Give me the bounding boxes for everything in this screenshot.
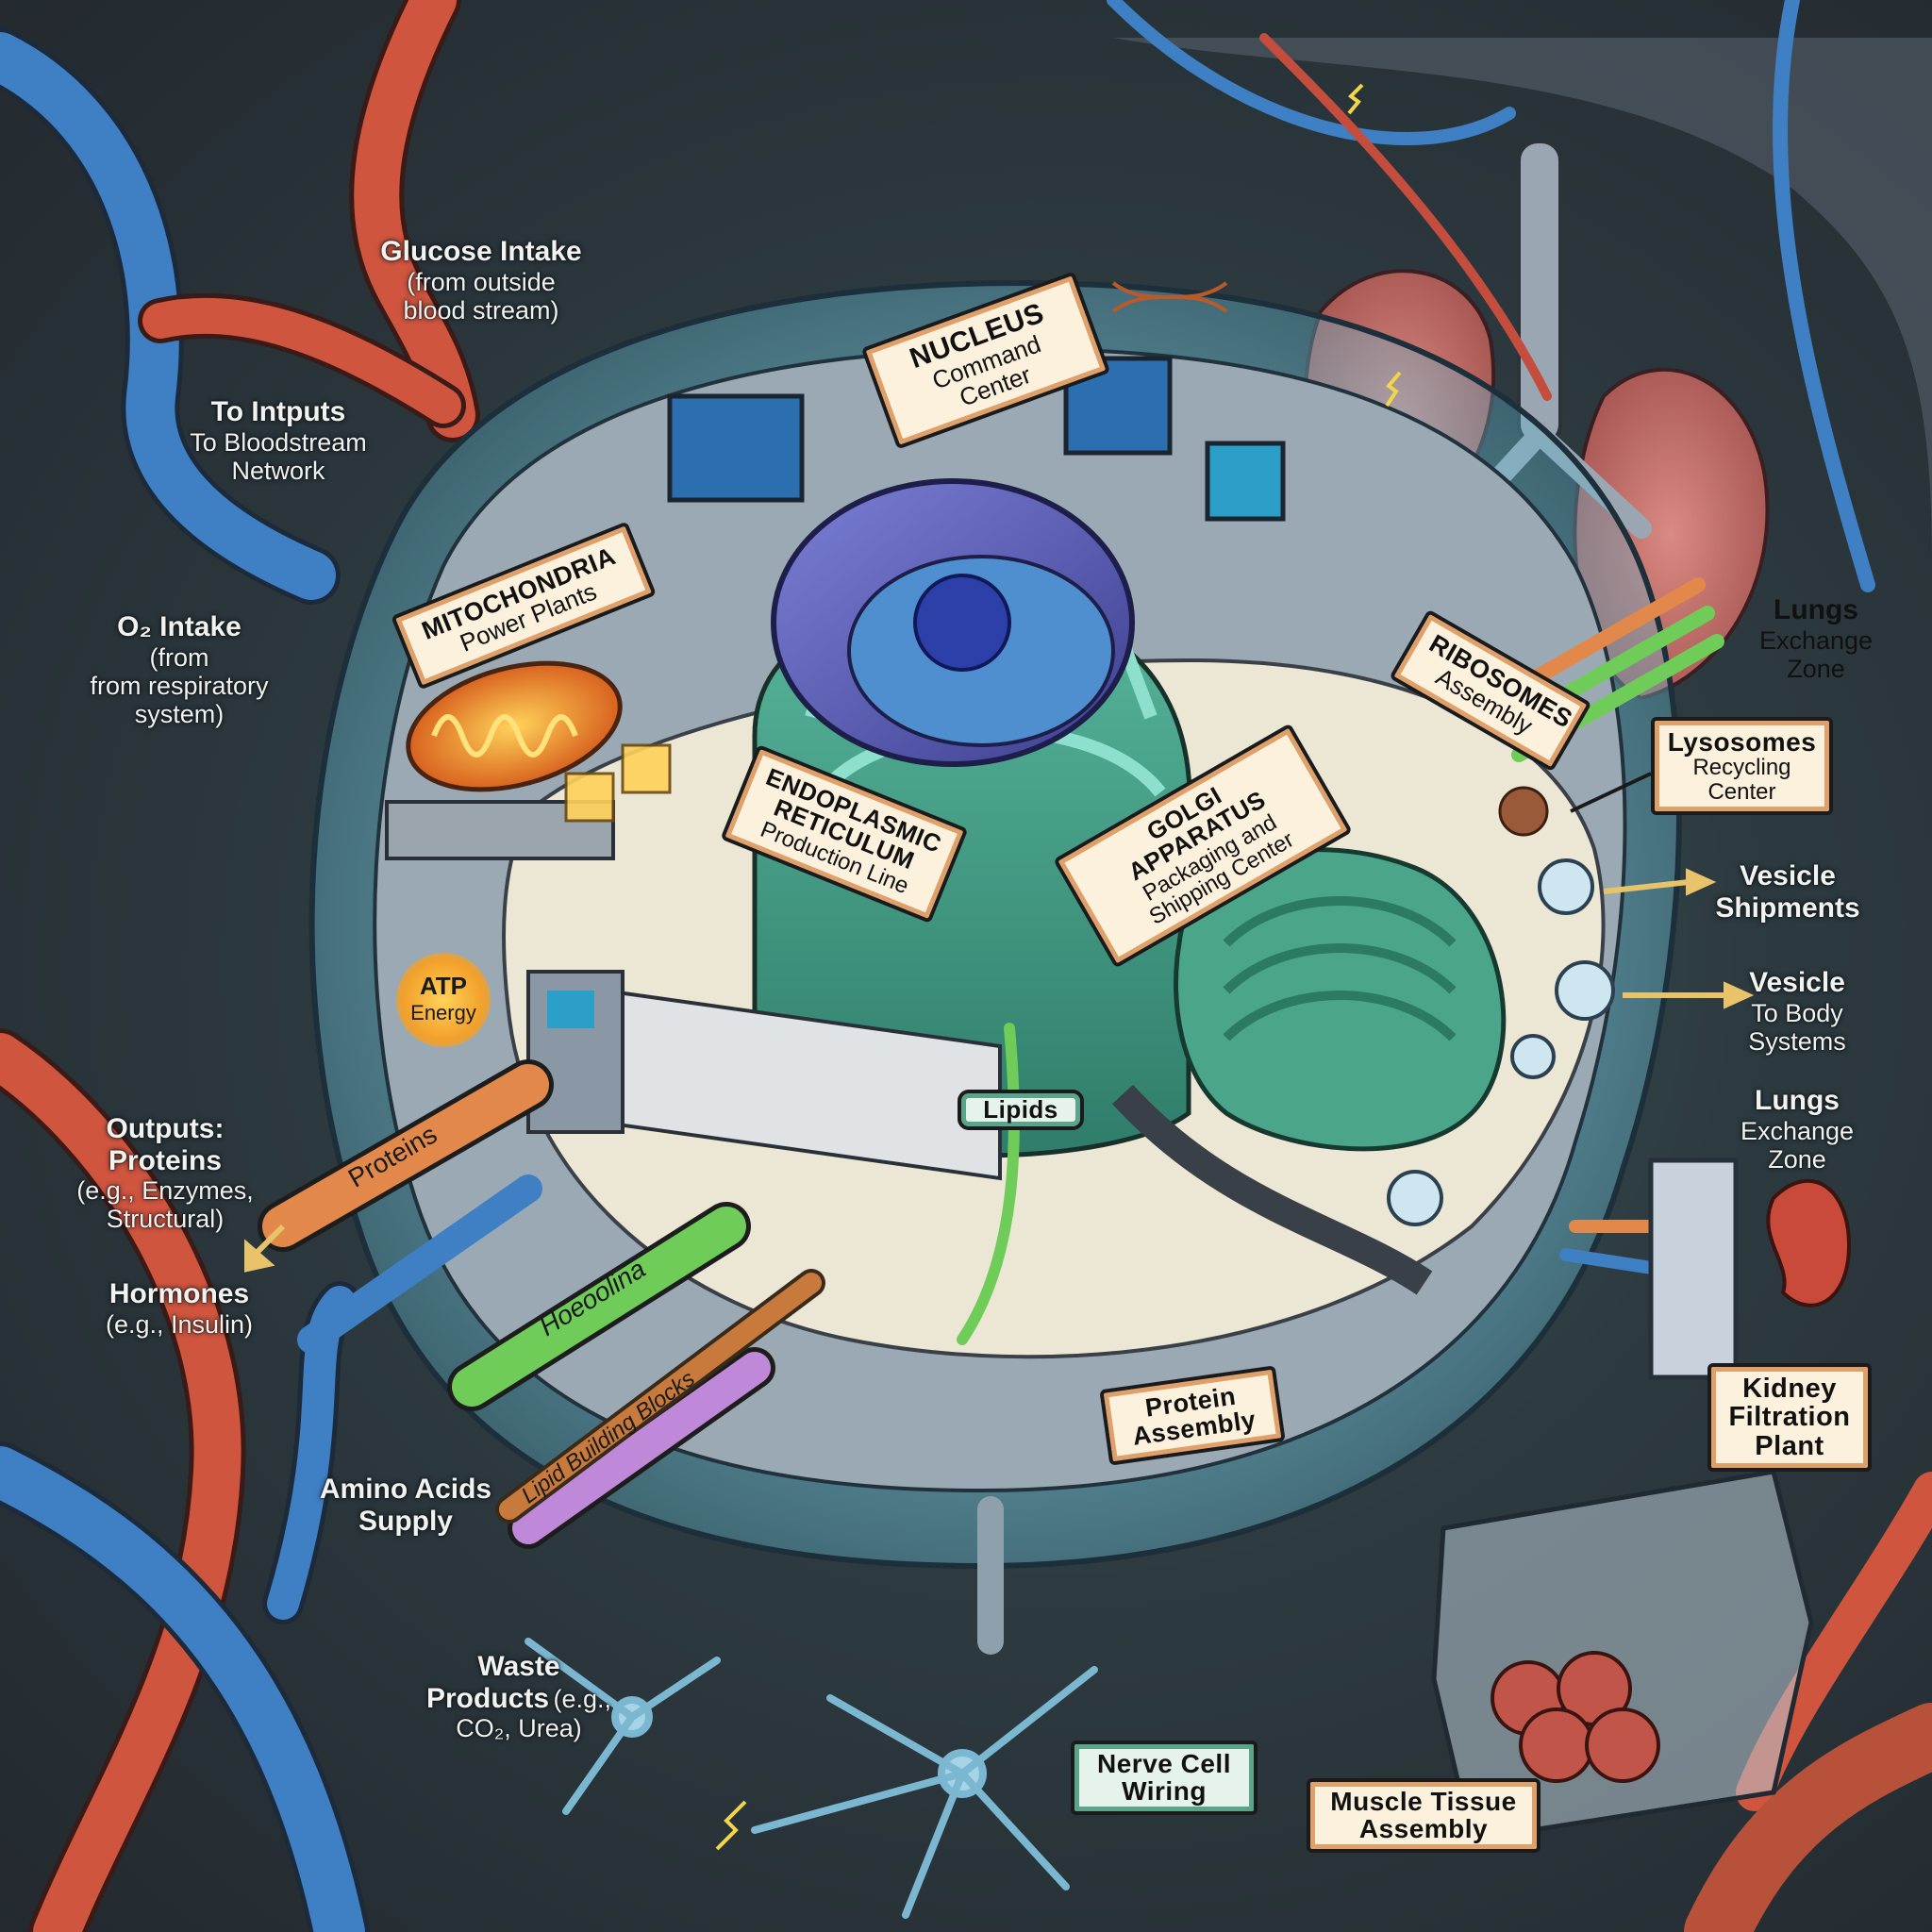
lungs-mid-sub2: Zone bbox=[1768, 1144, 1826, 1174]
lungs-top-sub2: Zone bbox=[1787, 654, 1845, 683]
kidney-title2: Filtration bbox=[1728, 1402, 1851, 1433]
nucleus-structure bbox=[752, 478, 1192, 1158]
lungs-top-title: Lungs bbox=[1774, 594, 1858, 625]
glucose-sub2: blood stream) bbox=[403, 295, 559, 325]
vesicle-body-sub1: To Body bbox=[1751, 998, 1843, 1027]
nerve-cell bbox=[525, 1638, 1098, 1919]
o2-sub1: (from bbox=[149, 642, 209, 672]
flow-arrows bbox=[244, 868, 1755, 1273]
waste-title2: Products bbox=[425, 1682, 550, 1714]
outputs-proteins-label: Outputs: Proteins (e.g., Enzymes, Struct… bbox=[52, 1113, 278, 1234]
hormones-sub1: (e.g., Insulin) bbox=[105, 1309, 254, 1339]
vesicle-shipments-label: Vesicle Shipments bbox=[1707, 860, 1868, 924]
o2-intake-label: O₂ Intake (from from respiratory system) bbox=[38, 611, 321, 728]
amino-title1: Amino Acids bbox=[319, 1474, 492, 1505]
lungs-mid-sub1: Exchange bbox=[1740, 1116, 1855, 1145]
waste-products-label: Waste Products (e.g., CO₂, Urea) bbox=[415, 1651, 623, 1742]
atp-sub1: Energy bbox=[410, 1001, 476, 1024]
inputs-title: To Intputs bbox=[210, 396, 346, 427]
sign-nerve-cell-wiring: Nerve Cell Wiring bbox=[1071, 1740, 1257, 1815]
inputs-label: To Intputs To Bloodstream Network bbox=[160, 396, 396, 485]
vesicle-shipments-title1: Vesicle bbox=[1740, 860, 1836, 891]
lysosome-pointer bbox=[1570, 772, 1652, 813]
amino-acids-label: Amino Acids Supply bbox=[292, 1474, 519, 1537]
vesicle-body-title: Vesicle bbox=[1749, 967, 1845, 998]
vesicle-shipments-title2: Shipments bbox=[1715, 891, 1860, 924]
lungs-exchange-label-top: Lungs Exchange Zone bbox=[1736, 594, 1896, 683]
lipids-title: Lipids bbox=[983, 1095, 1058, 1124]
hormones-label: Hormones (e.g., Insulin) bbox=[75, 1278, 283, 1339]
atp-title: ATP bbox=[419, 972, 468, 1000]
lungs-exchange-label-mid: Lungs Exchange Zone bbox=[1726, 1085, 1868, 1174]
waste-sub1: (e.g., bbox=[553, 1684, 611, 1713]
glucose-title: Glucose Intake bbox=[380, 236, 582, 267]
kidney-plant bbox=[1648, 1158, 1852, 1380]
lungs-mid-title: Lungs bbox=[1755, 1085, 1840, 1116]
sign-muscle-tissue: Muscle Tissue Assembly bbox=[1307, 1778, 1541, 1853]
lysosomes-sub2: Center bbox=[1707, 778, 1776, 805]
muscle-title2: Assembly bbox=[1358, 1814, 1489, 1844]
sign-lipids: Lipids bbox=[958, 1090, 1084, 1131]
lysosomes-sub1: Recycling bbox=[1692, 755, 1791, 781]
nerve-title1: Nerve Cell bbox=[1097, 1749, 1231, 1778]
sign-kidney-filtration: Kidney Filtration Plant bbox=[1707, 1363, 1872, 1473]
outputs-sub1: (e.g., Enzymes, bbox=[76, 1176, 254, 1206]
inputs-sub2: Network bbox=[231, 456, 325, 485]
o2-sub2: from respiratory bbox=[90, 671, 269, 700]
waste-sub2: CO₂, Urea) bbox=[456, 1714, 582, 1743]
sign-lysosomes: Lysosomes Recycling Center bbox=[1651, 717, 1833, 815]
nerve-title2: Wiring bbox=[1122, 1776, 1207, 1807]
outputs-title1: Outputs: bbox=[106, 1113, 225, 1144]
muscle-tissue-unit bbox=[1431, 1469, 1814, 1842]
outputs-sub2: Structural) bbox=[106, 1205, 225, 1234]
glucose-sub1: (from outside bbox=[407, 267, 556, 296]
o2-title: O₂ Intake bbox=[117, 611, 242, 642]
o2-sub3: system) bbox=[134, 700, 225, 729]
hormones-title: Hormones bbox=[108, 1278, 250, 1309]
waste-title1: Waste bbox=[477, 1651, 560, 1682]
amino-title2: Supply bbox=[358, 1505, 453, 1537]
atp-energy-glow: ATP Energy bbox=[396, 953, 491, 1047]
muscle-title1: Muscle Tissue bbox=[1330, 1787, 1517, 1816]
inputs-sub1: To Bloodstream bbox=[190, 427, 367, 457]
lungs-top-sub1: Exchange bbox=[1758, 625, 1874, 655]
kidney-title1: Kidney bbox=[1742, 1374, 1837, 1404]
vesicle-body-sub2: Systems bbox=[1748, 1026, 1846, 1056]
kidney-title3: Plant bbox=[1755, 1430, 1824, 1461]
glucose-intake-label: Glucose Intake (from outside blood strea… bbox=[358, 236, 604, 325]
mitochondria-structure bbox=[385, 660, 672, 860]
lysosomes-title: Lysosomes bbox=[1667, 727, 1817, 757]
vesicle-body-systems-label: Vesicle To Body Systems bbox=[1726, 967, 1868, 1056]
outputs-title2: Proteins bbox=[108, 1144, 223, 1176]
